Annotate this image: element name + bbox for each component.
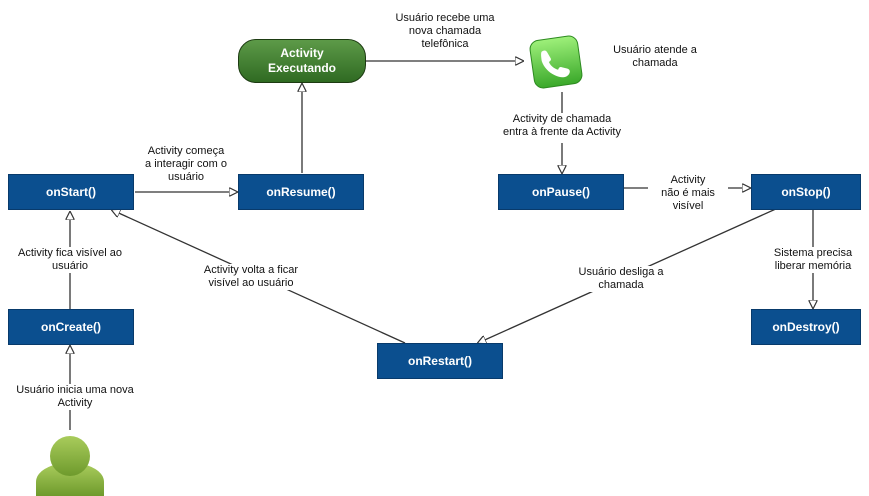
label-call-front: Activity de chamada entra à frente da Ac…: [482, 113, 642, 139]
onrestart-node: onRestart(): [377, 343, 503, 379]
label-free-memory: Sistema precisa liberar memória: [758, 247, 868, 273]
label-begins-interact: Activity começa a interagir com o usuári…: [145, 145, 227, 183]
ondestroy-node: onDestroy(): [751, 309, 861, 345]
user-icon: [36, 436, 104, 496]
label-starts-new: Usuário inicia uma nova Activity: [0, 384, 150, 410]
onresume-node: onResume(): [238, 174, 364, 210]
label-hangs-up: Usuário desliga a chamada: [565, 266, 677, 292]
label-user-answers: Usuário atende a chamada: [613, 44, 697, 69]
label-call-received: Usuário recebe uma nova chamada telefôni…: [395, 12, 495, 50]
label-not-visible: Activity não é mais visível: [648, 174, 728, 213]
onstart-node: onStart(): [8, 174, 134, 210]
label-visible-again: Activity volta a ficar visível ao usuári…: [186, 264, 316, 290]
activity-running-state: Activity Executando: [238, 39, 366, 83]
onpause-node: onPause(): [498, 174, 624, 210]
oncreate-node: onCreate(): [8, 309, 134, 345]
label-visible-to-user: Activity fica visível ao usuário: [0, 247, 140, 273]
onstop-node: onStop(): [751, 174, 861, 210]
phone-icon: [529, 35, 583, 89]
